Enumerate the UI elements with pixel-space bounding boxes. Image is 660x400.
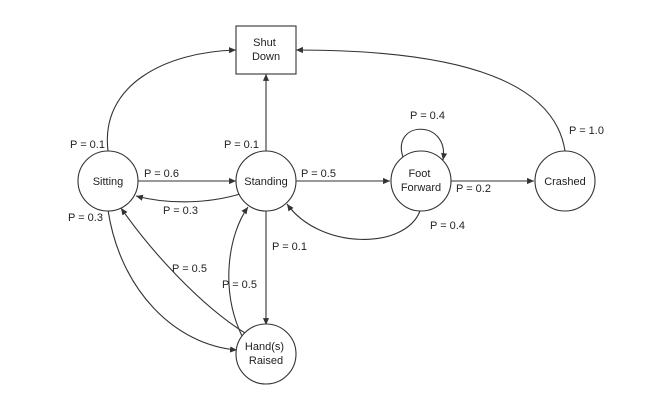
edge-foot-self [401, 128, 448, 161]
edge-standing-sitting [135, 193, 241, 203]
node-sitting [77, 150, 139, 212]
node-foot-forward-label: Foot Forward [401, 168, 441, 194]
edge-label-sitting-shutdown: P = 0.1 [70, 139, 105, 151]
node-shutdown-label: Shut Down [252, 37, 280, 63]
node-foot-forward [390, 150, 452, 212]
edge-crashed-shutdown [295, 46, 566, 152]
edge-label-hands-sitting: P = 0.5 [172, 263, 207, 275]
edge-label-sitting-standing: P = 0.6 [144, 168, 179, 180]
edge-label-foot-standing: P = 0.4 [430, 220, 465, 232]
node-shutdown [235, 25, 297, 75]
node-hands-raised-label: Hand(s) Raised [245, 341, 287, 367]
edge-label-hands-standing: P = 0.5 [222, 279, 257, 291]
node-hands-raised [235, 323, 297, 385]
edge-label-standing-hands: P = 0.1 [272, 241, 307, 253]
edge-label-foot-self: P = 0.4 [410, 110, 445, 122]
node-standing [235, 150, 297, 212]
edge-foot-standing [286, 203, 421, 240]
edge-hands-sitting [120, 207, 246, 334]
node-sitting-label: Sitting [93, 176, 124, 188]
edge-label-sitting-hands: P = 0.3 [68, 212, 103, 224]
node-crashed [534, 150, 596, 212]
node-crashed-label: Crashed [544, 176, 586, 188]
edge-sitting-hands [107, 209, 238, 353]
edge-label-standing-sitting: P = 0.3 [163, 205, 198, 217]
edge-label-standing-foot: P = 0.5 [301, 168, 336, 180]
node-standing-label: Standing [244, 176, 287, 188]
edge-hands-standing [228, 206, 249, 337]
edge-label-standing-shutdown: P = 0.1 [224, 139, 259, 151]
edge-sitting-shutdown [106, 47, 237, 152]
edge-label-foot-crashed: P = 0.2 [456, 183, 491, 195]
edge-label-crashed-shutdown: P = 1.0 [569, 125, 604, 137]
